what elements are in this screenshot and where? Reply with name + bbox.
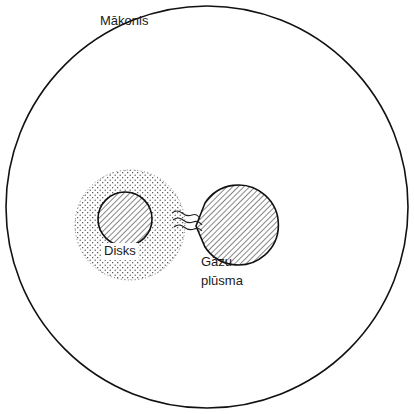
- cloud-circle-outline: [5, 5, 409, 409]
- node-label: Disks: [102, 243, 138, 260]
- companion-star: [196, 185, 278, 265]
- central-star: [98, 192, 152, 246]
- node-label: Mākonis: [100, 13, 148, 30]
- cloud-outline: [6, 6, 408, 408]
- flow-label: Gāzu plūsma: [201, 253, 265, 291]
- accretion-disk-outline: [74, 169, 186, 281]
- cloud-circle: MākonisDisks: [5, 5, 409, 409]
- accretion-disk: Disks: [74, 169, 186, 281]
- disk-stipple: [75, 170, 185, 280]
